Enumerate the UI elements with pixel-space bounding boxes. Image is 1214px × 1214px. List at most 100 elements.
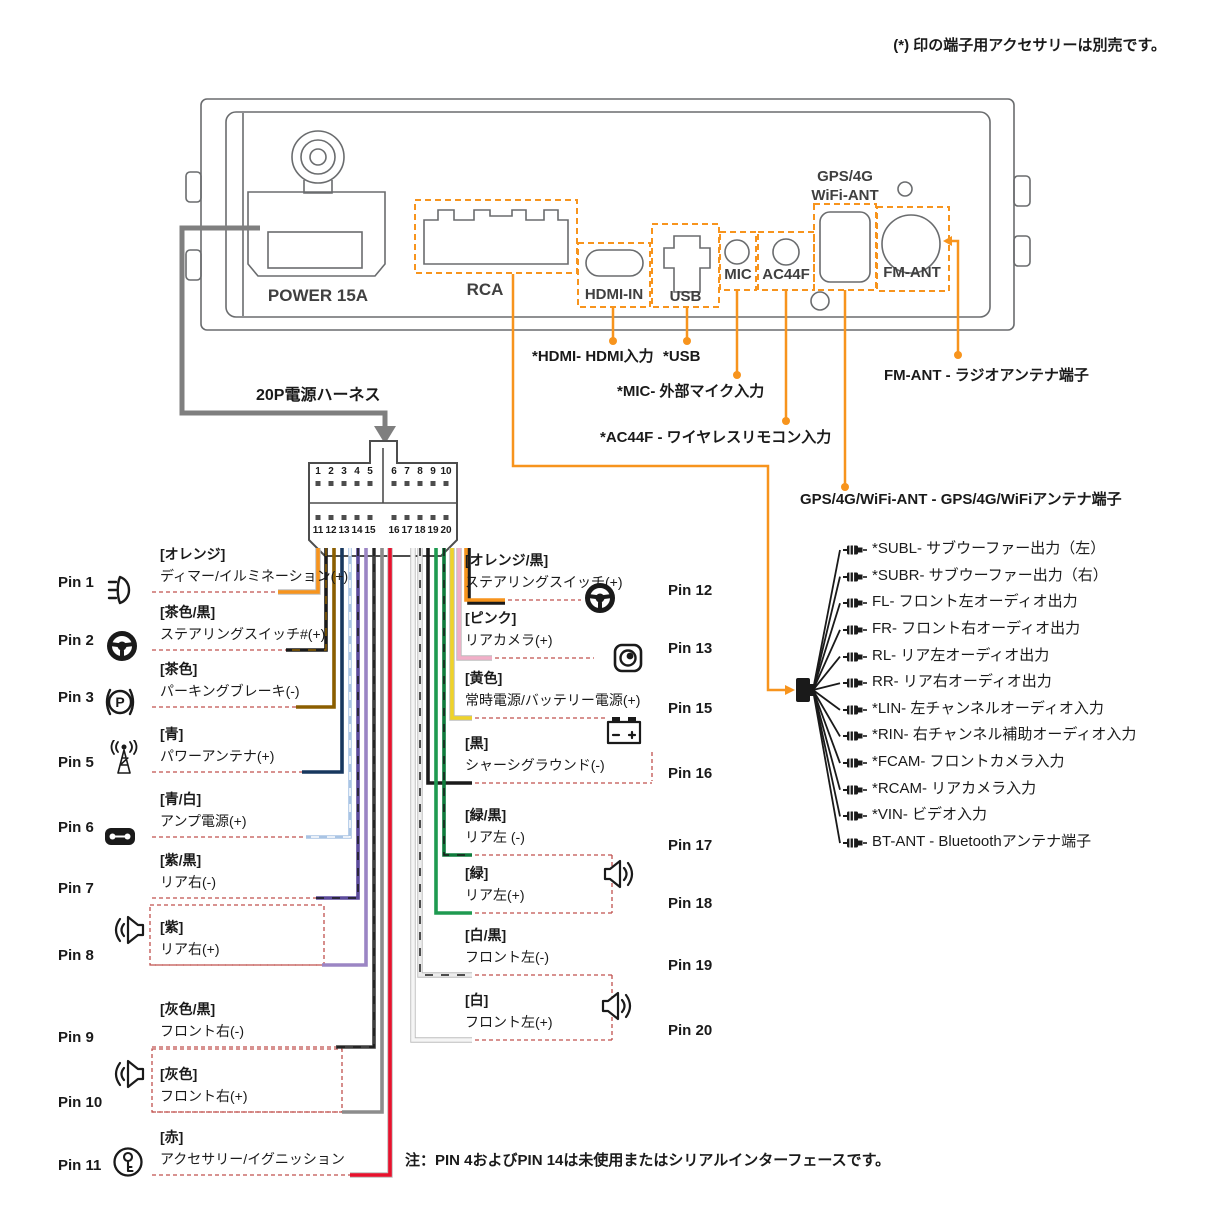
connector-pin-number: 19 — [427, 525, 439, 536]
wire-function-label: リア左 (-) — [465, 829, 525, 845]
connector-pin-number: 20 — [440, 525, 452, 536]
wire-function-label: リア右(+) — [160, 941, 220, 957]
wire-color-label: [オレンジ/黒] — [465, 552, 549, 568]
wire-function-label: 常時電源/バッテリー電源(+) — [465, 692, 641, 708]
rca-plug-icon — [842, 809, 868, 828]
rca-fanout — [796, 549, 841, 844]
hdmi-label: HDMI-IN — [584, 286, 644, 303]
output-item-label: RR- リア右オーディオ出力 — [872, 673, 1052, 691]
battery-icon — [606, 712, 642, 753]
harness-lead-line — [179, 225, 396, 444]
pin-number-label: Pin 12 — [668, 582, 713, 599]
steering-wheel-icon — [582, 580, 618, 621]
speaker-icon — [602, 856, 638, 897]
pin-number-label: Pin 10 — [58, 1094, 103, 1111]
connector-pin-number: 15 — [364, 525, 376, 536]
pin-number-label: Pin 9 — [58, 1029, 94, 1046]
wire-color-label: [緑] — [465, 865, 489, 881]
connector-pin-number: 2 — [328, 466, 334, 477]
output-item-label: *RIN- 右チャンネル補助オーディオ入力 — [872, 726, 1137, 744]
fm-callout: FM-ANT - ラジオアンテナ端子 — [884, 367, 1089, 384]
chassis-drawing — [185, 98, 1031, 331]
wire-color-label: [オレンジ] — [160, 546, 226, 562]
harness-label: 20P電源ハーネス — [256, 387, 381, 404]
rca-plug-icon — [842, 836, 868, 855]
wire-color-label: [茶色/黒] — [160, 604, 216, 620]
mic-callout: *MIC- 外部マイク入力 — [617, 383, 765, 400]
wire-color-label: [緑/黒] — [465, 807, 507, 823]
wire-function-label: ディマー/イルミネーション(+) — [160, 568, 349, 584]
wire-color-label: [灰色] — [160, 1066, 198, 1082]
pin-number-label: Pin 17 — [668, 837, 713, 854]
parking-brake-icon: P — [102, 684, 138, 725]
power-connector-drawing — [247, 130, 386, 277]
pin-number-label: Pin 2 — [58, 632, 94, 649]
rca-plug-icon — [842, 570, 868, 589]
camera-icon — [610, 640, 646, 681]
harness-wires — [278, 548, 505, 1178]
connector-pin-number: 14 — [351, 525, 363, 536]
rca-plug-icon — [842, 703, 868, 722]
hdmi-callout: *HDMI- HDMI入力 — [532, 348, 654, 365]
connector-pin-number: 8 — [417, 466, 423, 477]
key-icon — [110, 1144, 146, 1185]
pin-number-label: Pin 13 — [668, 640, 713, 657]
amplifier-icon — [102, 818, 138, 859]
harness-connector-drawing — [308, 440, 458, 557]
output-item-label: *FCAM- フロントカメラ入力 — [872, 753, 1065, 771]
connector-pin-number: 3 — [341, 466, 347, 477]
wire-function-label: パワーアンテナ(+) — [160, 748, 275, 764]
wire-function-label: リア左(+) — [465, 887, 525, 903]
usb-label: USB — [669, 288, 702, 305]
rca-plug-icon — [842, 596, 868, 615]
connector-pin-number: 18 — [414, 525, 426, 536]
connector-pin-number: 4 — [354, 466, 360, 477]
svg-text:P: P — [115, 694, 124, 710]
pin-number-label: Pin 11 — [58, 1157, 102, 1174]
usb-callout: *USB — [663, 348, 701, 365]
wire-color-label: [紫] — [160, 919, 184, 935]
wire-color-label: [灰色/黒] — [160, 1001, 216, 1017]
rca-plug-icon — [842, 756, 868, 775]
pin-number-label: Pin 8 — [58, 947, 94, 964]
output-item-label: *SUBL- サブウーファー出力（左） — [872, 540, 1106, 557]
rca-plug-icon — [842, 623, 868, 642]
gps-label-line1: GPS/4G — [817, 168, 873, 185]
wire-function-label: アンプ電源(+) — [160, 813, 247, 829]
pin-number-label: Pin 5 — [58, 754, 94, 771]
output-item-label: *VIN- ビデオ入力 — [872, 806, 988, 824]
steering-wheel-icon — [104, 628, 140, 669]
rca-plug-icon — [842, 783, 868, 802]
speaker-icon — [110, 912, 146, 953]
wire-function-label: ステアリングスイッチ(+) — [465, 574, 623, 590]
connector-pin-number: 10 — [440, 466, 452, 477]
wire-color-label: [茶色] — [160, 661, 198, 677]
connector-pin-squares — [315, 481, 449, 520]
wire-function-label: フロント右(+) — [160, 1088, 248, 1104]
pin-number-label: Pin 7 — [58, 880, 94, 897]
rca-connector-drawing — [414, 199, 578, 274]
wire-color-label: [黄色] — [465, 670, 503, 686]
pin-number-label: Pin 3 — [58, 689, 94, 706]
pin-number-label: Pin 20 — [668, 1022, 713, 1039]
screw-hole — [897, 181, 913, 197]
rca-plug-icon — [842, 676, 868, 695]
wire-color-label: [白/黒] — [465, 927, 507, 943]
pin-dashed-links — [149, 591, 653, 1176]
fm-port-drawing — [876, 206, 950, 292]
output-item-label: FL- フロント左オーディオ出力 — [872, 593, 1078, 611]
connector-pin-number: 1 — [315, 466, 321, 477]
wire-function-label: アクセサリー/イグニッション — [160, 1151, 345, 1167]
rca-plug-icon — [842, 729, 868, 748]
gps-callout: GPS/4G/WiFi-ANT - GPS/4G/WiFiアンテナ端子 — [800, 491, 1122, 508]
wire-color-label: [青] — [160, 726, 184, 742]
wire-function-label: フロント右(-) — [160, 1023, 244, 1039]
connector-pin-number: 9 — [430, 466, 436, 477]
usb-port-drawing — [651, 223, 720, 308]
wire-color-label: [紫/黒] — [160, 852, 202, 868]
pin-number-label: Pin 16 — [668, 765, 713, 782]
pin-number-label: Pin 19 — [668, 957, 713, 974]
ac44f-callout: *AC44F - ワイヤレスリモコン入力 — [600, 429, 832, 446]
connector-pin-number: 11 — [312, 525, 324, 536]
wire-function-label: ステアリングスイッチ#(+) — [160, 626, 326, 642]
